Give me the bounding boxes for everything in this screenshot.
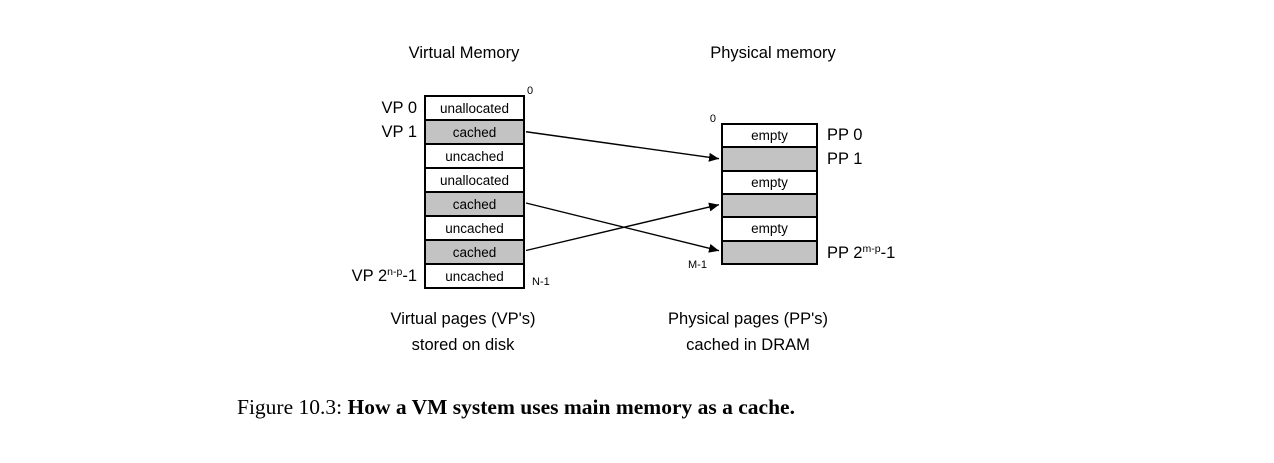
- vm-caption: Virtual pages (VP's) stored on disk: [363, 306, 563, 358]
- pm-cell-3: [723, 192, 816, 217]
- vp-last-label: VP 2n-p-1: [300, 263, 417, 289]
- pp0-label: PP 0: [827, 126, 863, 144]
- figure-caption-title: How a VM system uses main memory as a ca…: [347, 395, 795, 419]
- vm-caption-line2: stored on disk: [411, 336, 515, 354]
- vm-cell-0: unallocated: [439, 100, 510, 116]
- pm-cell-4: empty: [723, 216, 816, 239]
- vm-cell-6: cached: [426, 239, 523, 263]
- virtual-memory-title: Virtual Memory: [408, 44, 520, 62]
- vm-cell-5: uncached: [426, 215, 523, 239]
- vp-last-base: VP 2: [351, 267, 388, 285]
- vp-last-exponent: n-p: [387, 266, 403, 278]
- pp-last-base: PP 2: [827, 244, 863, 262]
- pp-last-exponent: m-p: [862, 243, 881, 255]
- vp-to-pp-arrow: [525, 202, 720, 253]
- pm-cell-2: empty: [723, 169, 816, 193]
- figure-caption: Figure 10.3: How a VM system uses main m…: [237, 395, 795, 420]
- pm-cell-1: [723, 146, 816, 170]
- physical-memory-column: empty empty empty: [721, 123, 818, 265]
- vp-to-pp-arrow: [525, 131, 720, 162]
- figure-caption-label: Figure 10.3:: [237, 395, 343, 419]
- physical-memory-title: Physical memory: [710, 44, 836, 62]
- pm-cell-0: empty: [751, 128, 788, 144]
- pp-last-tail: -1: [880, 244, 896, 262]
- vm-cell-2: uncached: [426, 143, 523, 167]
- pm-address-bottom-marker: M-1: [688, 259, 707, 271]
- vp-to-pp-arrow: [525, 202, 720, 252]
- vm-address-bottom-marker: N-1: [532, 276, 550, 288]
- pp1-label: PP 1: [827, 150, 863, 168]
- vp0-label: VP 0: [381, 99, 417, 117]
- vp-last-tail: -1: [402, 267, 417, 285]
- vm-cell-4: cached: [426, 191, 523, 215]
- virtual-memory-column: unallocated cached uncached unallocated …: [424, 95, 525, 289]
- pm-caption-line1: Physical pages (PP's): [668, 310, 828, 328]
- vm-address-top-marker: 0: [527, 85, 534, 97]
- pm-caption: Physical pages (PP's) cached in DRAM: [648, 306, 848, 358]
- pp-last-label: PP 2m-p-1: [827, 240, 895, 266]
- vm-caption-line1: Virtual pages (VP's): [390, 310, 536, 328]
- pm-cell-5: [723, 239, 816, 263]
- vm-cell-3: unallocated: [426, 167, 523, 191]
- pm-caption-line2: cached in DRAM: [686, 336, 810, 354]
- vm-cell-1: cached: [426, 119, 523, 143]
- vm-cell-7: uncached: [426, 263, 523, 287]
- vp1-label: VP 1: [381, 123, 417, 141]
- pm-address-top-marker: 0: [709, 113, 716, 125]
